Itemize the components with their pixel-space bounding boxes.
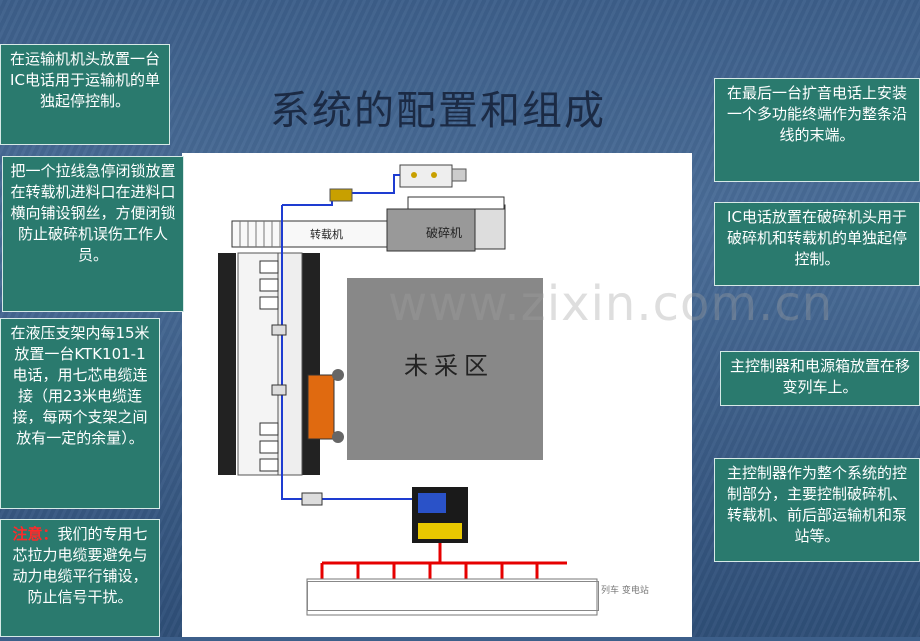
support-units bbox=[259, 260, 279, 472]
emergency-stop-icon bbox=[329, 188, 353, 202]
crusher-block bbox=[386, 208, 476, 252]
callout-pull-cord: 把一个拉线急停闭锁放置在转载机进料口在进料口横向铺设钢丝，方便闭锁防止破碎机误伤… bbox=[2, 156, 184, 312]
switch-station-row bbox=[307, 581, 599, 611]
shearer-machine bbox=[307, 374, 335, 440]
switch-strip bbox=[306, 578, 598, 616]
station-label: 列车 变电站 bbox=[601, 586, 649, 596]
phone-unit bbox=[301, 492, 323, 506]
blue-cable-left bbox=[281, 205, 302, 500]
unmined-area-block bbox=[347, 278, 543, 460]
callout-note: 注意：我们的专用七芯拉力电缆要避免与动力电缆平行铺设，防止信号干扰。 bbox=[0, 519, 160, 637]
unmined-area-label: 未采区 bbox=[404, 352, 494, 380]
system-diagram: 转载机 破碎机 未采区 bbox=[182, 153, 692, 637]
phone-unit bbox=[271, 324, 287, 336]
callout-controller-location: 主控制器和电源箱放置在移变列车上。 bbox=[720, 351, 920, 406]
callout-hydraulic-support: 在液压支架内每15米放置一台KTK101-1电话，用七芯电缆连接（用23米电缆连… bbox=[0, 318, 160, 509]
right-conveyor-track bbox=[302, 253, 320, 475]
callout-head-phone: 在运输机机头放置一台IC电话用于运输机的单独起停控制。 bbox=[0, 44, 170, 145]
terminal-device bbox=[399, 164, 453, 188]
phone-unit bbox=[271, 384, 287, 396]
left-conveyor-track bbox=[218, 253, 236, 475]
callout-crusher-phone: IC电话放置在破碎机头用于破碎机和转载机的单独起停控制。 bbox=[714, 202, 920, 286]
system-diagram-svg bbox=[218, 164, 598, 616]
slide-title: 系统的配置和组成 bbox=[270, 88, 606, 134]
note-warning-label: 注意： bbox=[12, 525, 58, 543]
transfer-conveyor-label: 转载机 bbox=[310, 228, 343, 241]
callout-terminal: 在最后一台扩音电话上安装一个多功能终端作为整条沿线的末端。 bbox=[714, 78, 920, 182]
callout-controller-role: 主控制器作为整个系统的控制部分，主要控制破碎机、转载机、前后部运输机和泵站等。 bbox=[714, 458, 920, 562]
blue-cable-top bbox=[282, 174, 400, 206]
note-text: 我们的专用七芯拉力电缆要避免与动力电缆平行铺设，防止信号干扰。 bbox=[12, 525, 148, 606]
crusher-label: 破碎机 bbox=[426, 226, 463, 240]
